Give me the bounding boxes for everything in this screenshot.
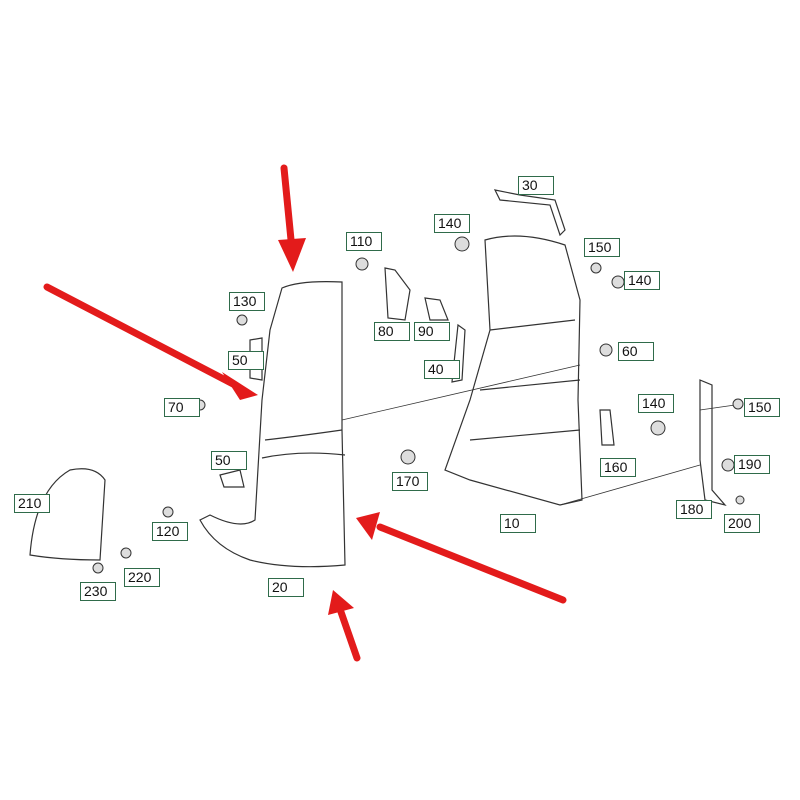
- part-180-bracket: [699, 379, 727, 507]
- part-label-150: 150: [584, 238, 620, 257]
- arrow-left-head: [222, 372, 258, 400]
- part-label-60: 60: [618, 342, 654, 361]
- part-210-cover: [29, 468, 106, 561]
- bolt-110: [355, 257, 369, 271]
- nut-150a: [590, 262, 602, 274]
- part-label-210: 210: [14, 494, 50, 513]
- arrow-bottom-head: [328, 590, 354, 615]
- part-label-10: 10: [500, 514, 536, 533]
- part-90: [424, 297, 449, 321]
- part-label-190: 190: [734, 455, 770, 474]
- arrow-bottom: [337, 608, 361, 662]
- part-label-20: 20: [268, 578, 304, 597]
- screw-140b: [611, 275, 625, 289]
- screw-230: [92, 562, 104, 574]
- plug-120: [162, 506, 174, 518]
- part-label-200: 200: [724, 514, 760, 533]
- screw-170: [400, 449, 416, 465]
- nut-190: [721, 458, 735, 472]
- arrow-top: [280, 164, 296, 254]
- part-label-90: 90: [414, 322, 450, 341]
- part-30-clip: [493, 189, 566, 237]
- part-label-30: 30: [518, 176, 554, 195]
- part-label-50: 50: [228, 351, 264, 370]
- screw-140c: [650, 420, 666, 436]
- part-label-170: 170: [392, 472, 428, 491]
- arrow-top-head: [278, 238, 306, 272]
- part-label-80: 80: [374, 322, 410, 341]
- clip-220: [120, 547, 132, 559]
- part-label-220: 220: [124, 568, 160, 587]
- screw-60: [599, 343, 613, 357]
- arrow-right-head: [356, 512, 380, 540]
- part-160: [599, 409, 615, 446]
- clip-130: [236, 314, 248, 326]
- part-label-140: 140: [624, 271, 660, 290]
- nut-150b: [732, 398, 744, 410]
- part-50b: [219, 469, 245, 488]
- part-label-130: 130: [229, 292, 265, 311]
- part-label-40: 40: [424, 360, 460, 379]
- part-label-110: 110: [346, 232, 382, 251]
- part-label-70: 70: [164, 398, 200, 417]
- part-label-140: 140: [638, 394, 674, 413]
- part-80: [384, 267, 411, 321]
- part-label-120: 120: [152, 522, 188, 541]
- part-label-140: 140: [434, 214, 470, 233]
- part-label-160: 160: [600, 458, 636, 477]
- part-label-180: 180: [676, 500, 712, 519]
- arrow-right: [376, 523, 567, 604]
- red-arrows: [43, 164, 567, 662]
- part-label-150: 150: [744, 398, 780, 417]
- clip-200: [735, 495, 745, 505]
- part-10-bracket: [444, 235, 583, 506]
- part-label-50: 50: [211, 451, 247, 470]
- screw-140a: [454, 236, 470, 252]
- arrow-left: [43, 283, 239, 389]
- part-20-trim-panel: [199, 281, 346, 568]
- part-label-230: 230: [80, 582, 116, 601]
